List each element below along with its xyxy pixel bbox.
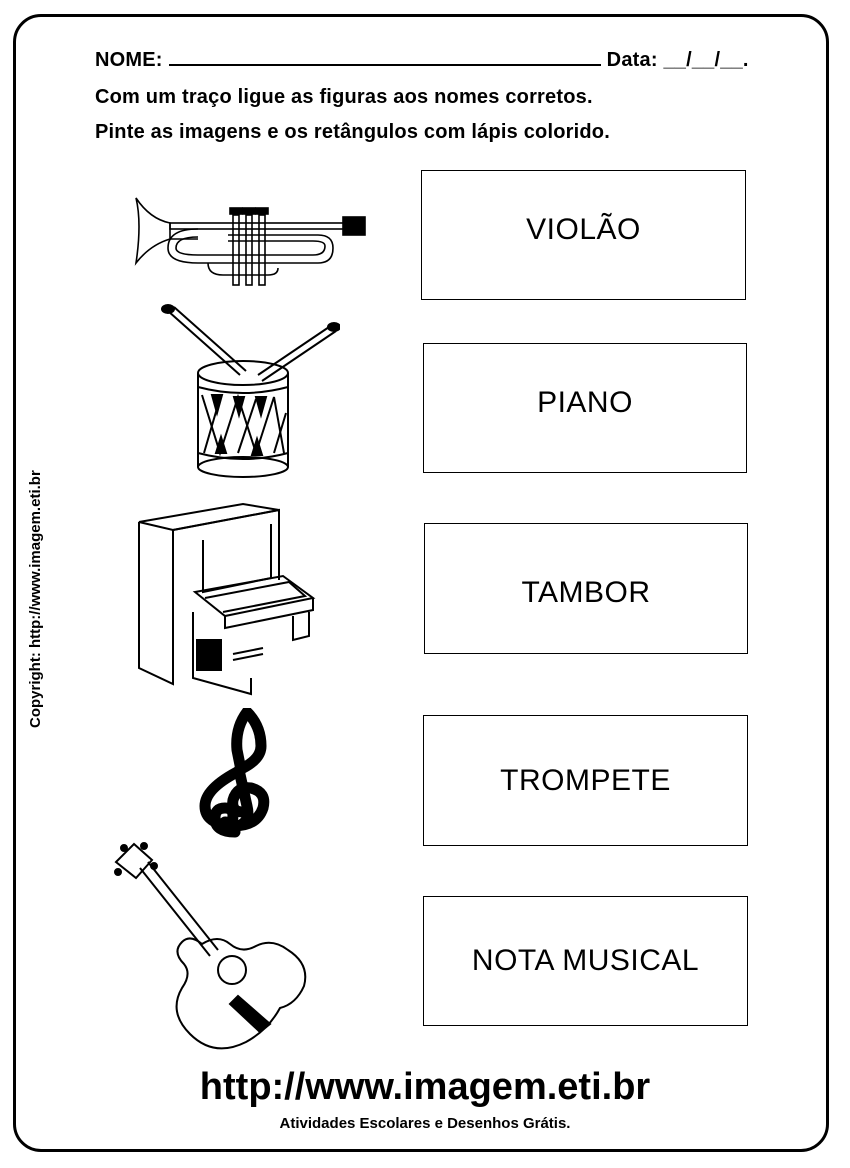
word-box-violao[interactable]: VIOLÃO xyxy=(421,170,746,300)
copyright-vertical: Copyright: http://www.imagem.eti.br xyxy=(27,470,44,728)
treble-clef-icon xyxy=(199,708,270,838)
page-border xyxy=(13,14,829,1152)
word-box-tambor[interactable]: TAMBOR xyxy=(424,523,748,654)
instruction-1: Com um traço ligue as figuras aos nomes … xyxy=(95,86,593,108)
word-box-trompete[interactable]: TROMPETE xyxy=(423,715,748,846)
drum-icon xyxy=(161,304,340,478)
footer-url[interactable]: http://www.imagem.eti.br xyxy=(199,1066,651,1108)
name-blank[interactable] xyxy=(168,47,601,66)
instruction-2: Pinte as imagens e os retângulos com láp… xyxy=(95,121,610,143)
piano-icon xyxy=(138,502,316,696)
name-line: NOME: Data: __/__/__. xyxy=(95,47,749,72)
footer-tagline: Atividades Escolares e Desenhos Grátis. xyxy=(279,1115,571,1132)
word-label: VIOLÃO xyxy=(526,213,641,246)
word-label: PIANO xyxy=(537,386,633,419)
name-label: NOME: xyxy=(95,49,163,71)
date-label: Data: __/__/__. xyxy=(606,49,749,71)
word-label: TROMPETE xyxy=(500,763,671,797)
word-label: NOTA MUSICAL xyxy=(471,944,700,977)
guitar-icon xyxy=(114,842,307,1050)
word-box-nota-musical[interactable]: NOTA MUSICAL xyxy=(423,896,748,1026)
trumpet-icon xyxy=(134,197,366,286)
word-label: TAMBOR xyxy=(521,575,651,609)
word-box-piano[interactable]: PIANO xyxy=(423,343,747,473)
